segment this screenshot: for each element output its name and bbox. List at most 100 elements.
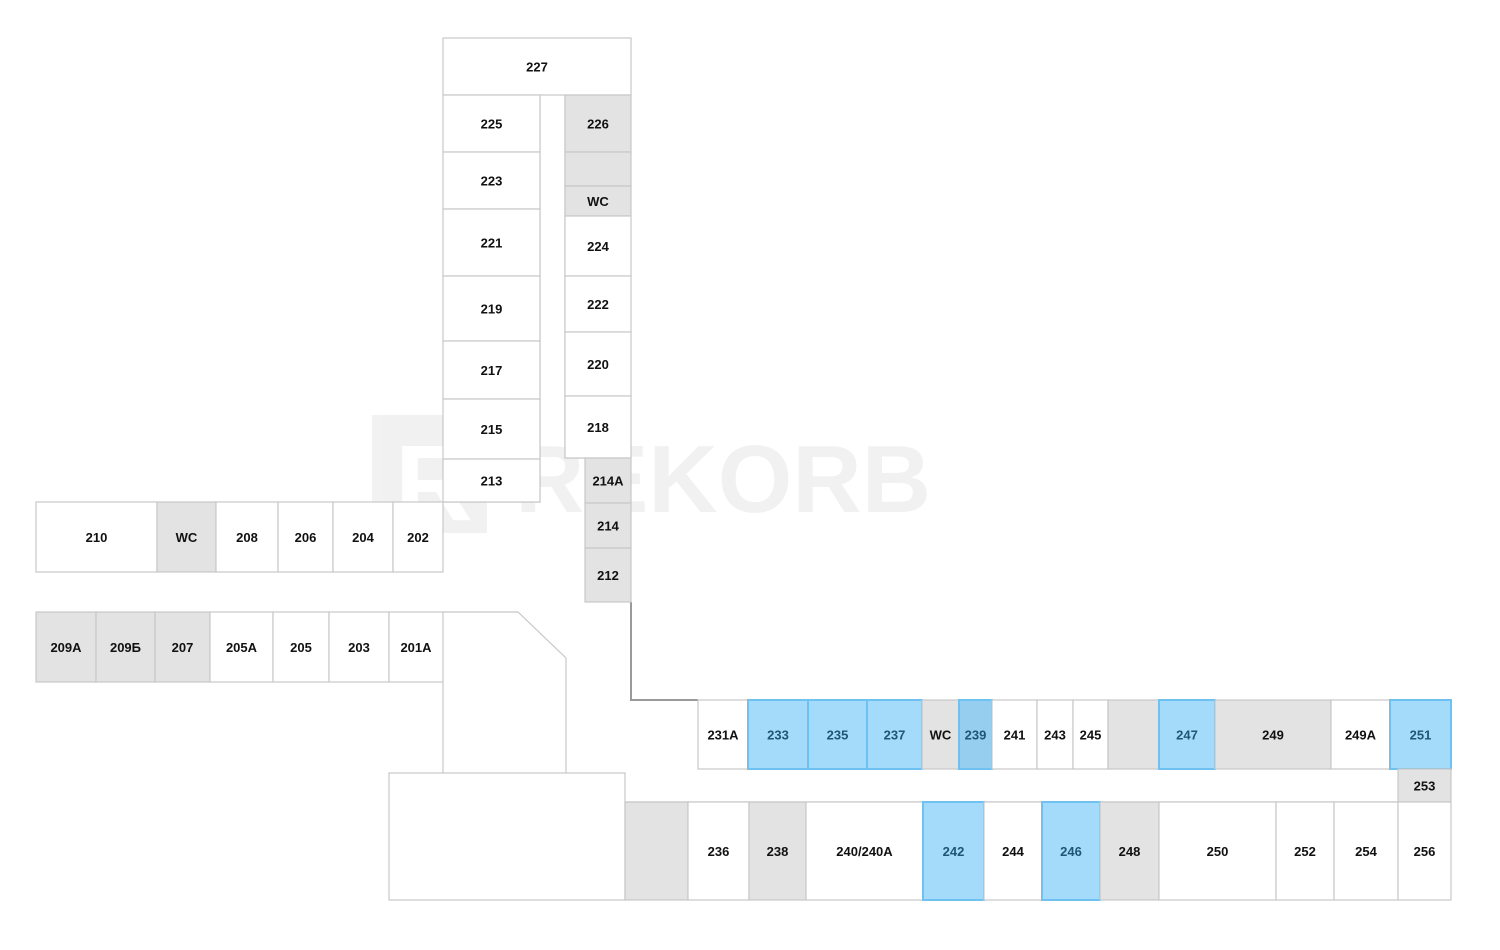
room-241[interactable]: 241 <box>991 699 1038 770</box>
room-label: 218 <box>587 420 609 435</box>
room-215[interactable]: 215 <box>442 398 541 460</box>
room-233[interactable]: 233 <box>747 699 809 770</box>
room-shape <box>805 801 924 901</box>
room-shape <box>1333 801 1399 901</box>
room-201a[interactable]: 201А <box>388 611 444 683</box>
room-shape <box>1275 801 1335 901</box>
room-236[interactable]: 236 <box>687 801 750 901</box>
room-label: 226 <box>587 117 609 132</box>
room-label: 240/240А <box>836 844 893 859</box>
room-shape <box>697 699 749 770</box>
room-224[interactable]: 224 <box>564 215 632 277</box>
room-shape <box>392 501 444 573</box>
room-shape <box>1041 801 1101 901</box>
room-207[interactable]: 207 <box>154 611 211 683</box>
room-shape <box>1107 699 1160 770</box>
room-wc-east[interactable]: WC <box>921 699 960 770</box>
room-label: 202 <box>407 530 429 545</box>
room-227[interactable]: 227 <box>442 37 632 96</box>
room-label: 205 <box>290 640 312 655</box>
room-231a[interactable]: 231А <box>697 699 749 770</box>
room-214a[interactable]: 214А <box>584 457 632 504</box>
room-shape <box>584 502 632 549</box>
room-203[interactable]: 203 <box>328 611 390 683</box>
room-221[interactable]: 221 <box>442 208 541 277</box>
room-shape <box>564 215 632 277</box>
room-gray-east[interactable] <box>1107 699 1160 770</box>
room-219[interactable]: 219 <box>442 275 541 342</box>
corridor-line-west <box>443 611 567 773</box>
room-239[interactable]: 239 <box>958 699 993 770</box>
room-243[interactable]: 243 <box>1036 699 1074 770</box>
room-gray-south[interactable] <box>624 801 689 901</box>
room-225[interactable]: 225 <box>442 94 541 153</box>
room-shape <box>35 611 97 683</box>
room-252[interactable]: 252 <box>1275 801 1335 901</box>
room-254[interactable]: 254 <box>1333 801 1399 901</box>
room-214[interactable]: 214 <box>584 502 632 549</box>
room-206[interactable]: 206 <box>277 501 334 573</box>
room-label: 224 <box>587 239 609 254</box>
room-249[interactable]: 249 <box>1214 699 1332 770</box>
room-label: 210 <box>86 530 108 545</box>
room-shape <box>747 699 809 770</box>
room-250[interactable]: 250 <box>1158 801 1277 901</box>
room-wc-west[interactable]: WC <box>156 501 217 573</box>
room-218[interactable]: 218 <box>564 395 632 459</box>
room-shape <box>564 331 632 397</box>
room-210[interactable]: 210 <box>35 501 158 573</box>
room-246[interactable]: 246 <box>1041 801 1101 901</box>
room-shape <box>1389 699 1452 770</box>
room-label: 245 <box>1080 728 1102 743</box>
room-label: 238 <box>767 844 789 859</box>
room-209a[interactable]: 209А <box>35 611 97 683</box>
room-242[interactable]: 242 <box>922 801 985 901</box>
room-249a[interactable]: 249А <box>1330 699 1391 770</box>
room-251[interactable]: 251 <box>1389 699 1452 770</box>
room-202[interactable]: 202 <box>392 501 444 573</box>
room-shape <box>388 611 444 683</box>
room-label: 244 <box>1002 844 1024 859</box>
room-217[interactable]: 217 <box>442 340 541 400</box>
room-label: 203 <box>348 640 370 655</box>
room-213[interactable]: 213 <box>442 458 541 503</box>
room-247[interactable]: 247 <box>1158 699 1216 770</box>
corridor-line-east-link <box>630 602 698 701</box>
room-shape <box>1036 699 1074 770</box>
room-222[interactable]: 222 <box>564 275 632 333</box>
room-label: 247 <box>1176 728 1198 743</box>
room-209b[interactable]: 209Б <box>95 611 156 683</box>
room-244[interactable]: 244 <box>983 801 1043 901</box>
room-label: 237 <box>884 728 906 743</box>
room-label: 251 <box>1410 728 1432 743</box>
room-label: 213 <box>481 474 503 489</box>
room-208[interactable]: 208 <box>215 501 279 573</box>
room-shape <box>35 501 158 573</box>
room-205[interactable]: 205 <box>272 611 330 683</box>
room-256[interactable]: 256 <box>1397 801 1452 901</box>
room-shape <box>1330 699 1391 770</box>
room-205a[interactable]: 205А <box>209 611 274 683</box>
room-wc-north[interactable]: WC <box>564 185 632 217</box>
room-237[interactable]: 237 <box>866 699 923 770</box>
room-226-hall[interactable] <box>564 151 632 187</box>
room-248[interactable]: 248 <box>1099 801 1160 901</box>
room-label: WC <box>587 194 609 209</box>
room-238[interactable]: 238 <box>748 801 807 901</box>
room-212[interactable]: 212 <box>584 547 632 603</box>
room-223[interactable]: 223 <box>442 151 541 210</box>
room-204[interactable]: 204 <box>332 501 394 573</box>
room-253[interactable]: 253 <box>1397 768 1452 803</box>
room-shape <box>328 611 390 683</box>
room-240[interactable]: 240/240А <box>805 801 924 901</box>
room-235[interactable]: 235 <box>807 699 868 770</box>
room-label: 227 <box>526 60 548 75</box>
room-label: 241 <box>1004 728 1026 743</box>
room-label: 219 <box>481 302 503 317</box>
room-label: 256 <box>1414 844 1436 859</box>
room-226[interactable]: 226 <box>564 94 632 153</box>
room-220[interactable]: 220 <box>564 331 632 397</box>
room-245[interactable]: 245 <box>1072 699 1109 770</box>
room-shape <box>1158 699 1216 770</box>
